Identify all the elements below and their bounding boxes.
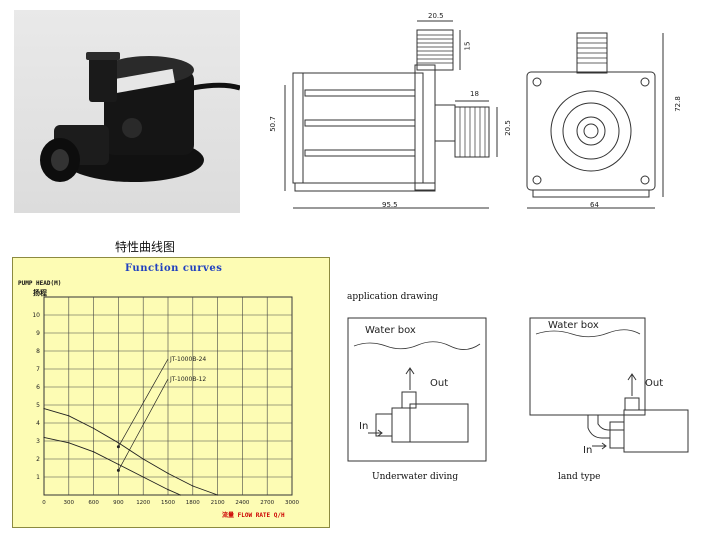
water-box-label-underwater: Water box: [365, 325, 416, 336]
x-tick-label: 1200: [136, 500, 150, 506]
series-point-2: [142, 476, 144, 478]
y-tick-label: 5: [36, 402, 40, 409]
series-label-1: JT-1000B-24: [169, 356, 206, 363]
series-point-1: [68, 415, 70, 417]
series-point-1: [192, 485, 194, 487]
y-tick-label: 1: [36, 474, 40, 481]
y-tick-label: 10: [32, 312, 40, 319]
series-point-1: [93, 427, 95, 429]
water-box-label-land: Water box: [548, 320, 599, 331]
pump-photo-illustration: [40, 52, 241, 182]
x-axis-title-english: FLOW RATE Q/H: [237, 512, 285, 519]
x-tick-label: 2700: [260, 500, 274, 506]
out-label-land: Out: [645, 378, 664, 389]
y-axis-title: PUMP HEAD(M): [18, 280, 62, 287]
chart-title: Function curves: [125, 263, 223, 274]
y-tick-label: 9: [36, 330, 40, 337]
series-point-2: [179, 494, 181, 496]
y-tick-label: 7: [36, 366, 40, 373]
caption-land: land type: [558, 472, 601, 482]
dim-total-height: 72.8: [673, 96, 682, 112]
dim-length: 95.5: [382, 201, 398, 209]
product-photo: [14, 10, 241, 213]
dim-width: 64: [590, 201, 599, 209]
caption-underwater: Underwater diving: [372, 472, 459, 482]
y-tick-label: 4: [36, 420, 40, 427]
series-leader-1: [118, 358, 169, 447]
technical-drawing: [284, 20, 664, 209]
y-tick-label: 2: [36, 456, 40, 463]
x-tick-label: 600: [88, 500, 99, 506]
out-label-underwater: Out: [430, 378, 449, 389]
series-point-1: [167, 472, 169, 474]
series-point-1: [43, 408, 45, 410]
y-tick-label: 3: [36, 438, 40, 445]
x-tick-label: 300: [64, 500, 75, 506]
series-leader-dot-2: [116, 468, 120, 472]
series-point-1: [217, 494, 219, 496]
chart-panel: [12, 257, 330, 528]
x-axis-title: 流量 FLOW RATE Q/H: [222, 510, 285, 519]
in-label-land: In: [583, 445, 593, 456]
y-axis-title-chinese: 扬程: [33, 289, 47, 297]
x-tick-label: 900: [113, 500, 124, 506]
x-tick-label: 1500: [161, 500, 175, 506]
series-leader-dot-1: [116, 445, 120, 449]
series-label-2: JT-1000B-12: [169, 376, 206, 383]
x-tick-label: 2400: [235, 500, 249, 506]
chart-heading-chinese: 特性曲线图: [115, 240, 176, 254]
series-leader-2: [118, 378, 169, 471]
series-point-1: [142, 458, 144, 460]
application-title: application drawing: [347, 292, 439, 302]
application-diagrams: [347, 317, 689, 462]
y-tick-label: 6: [36, 384, 40, 391]
y-tick-label: 8: [36, 348, 40, 355]
x-tick-label: 1800: [186, 500, 200, 506]
series-point-2: [68, 442, 70, 444]
in-label-underwater: In: [359, 421, 369, 432]
dim-top-outlet-width: 20.5: [428, 12, 444, 20]
x-tick-label: 3000: [285, 500, 299, 506]
series-point-2: [117, 463, 119, 465]
dim-inlet-diameter: 20.5: [503, 120, 512, 136]
x-tick-label: 0: [42, 500, 46, 506]
x-tick-label: 2100: [211, 500, 225, 506]
series-line-2: [43, 436, 181, 496]
x-axis-title-chinese: 流量: [222, 512, 235, 519]
series-line-1: [43, 408, 218, 496]
series-point-2: [167, 489, 169, 491]
dim-inlet-length: 18: [470, 90, 479, 98]
series-point-2: [93, 451, 95, 453]
series-point-2: [43, 436, 45, 438]
series-point-1: [117, 442, 119, 444]
dim-top-outlet-height: 15: [463, 41, 472, 51]
